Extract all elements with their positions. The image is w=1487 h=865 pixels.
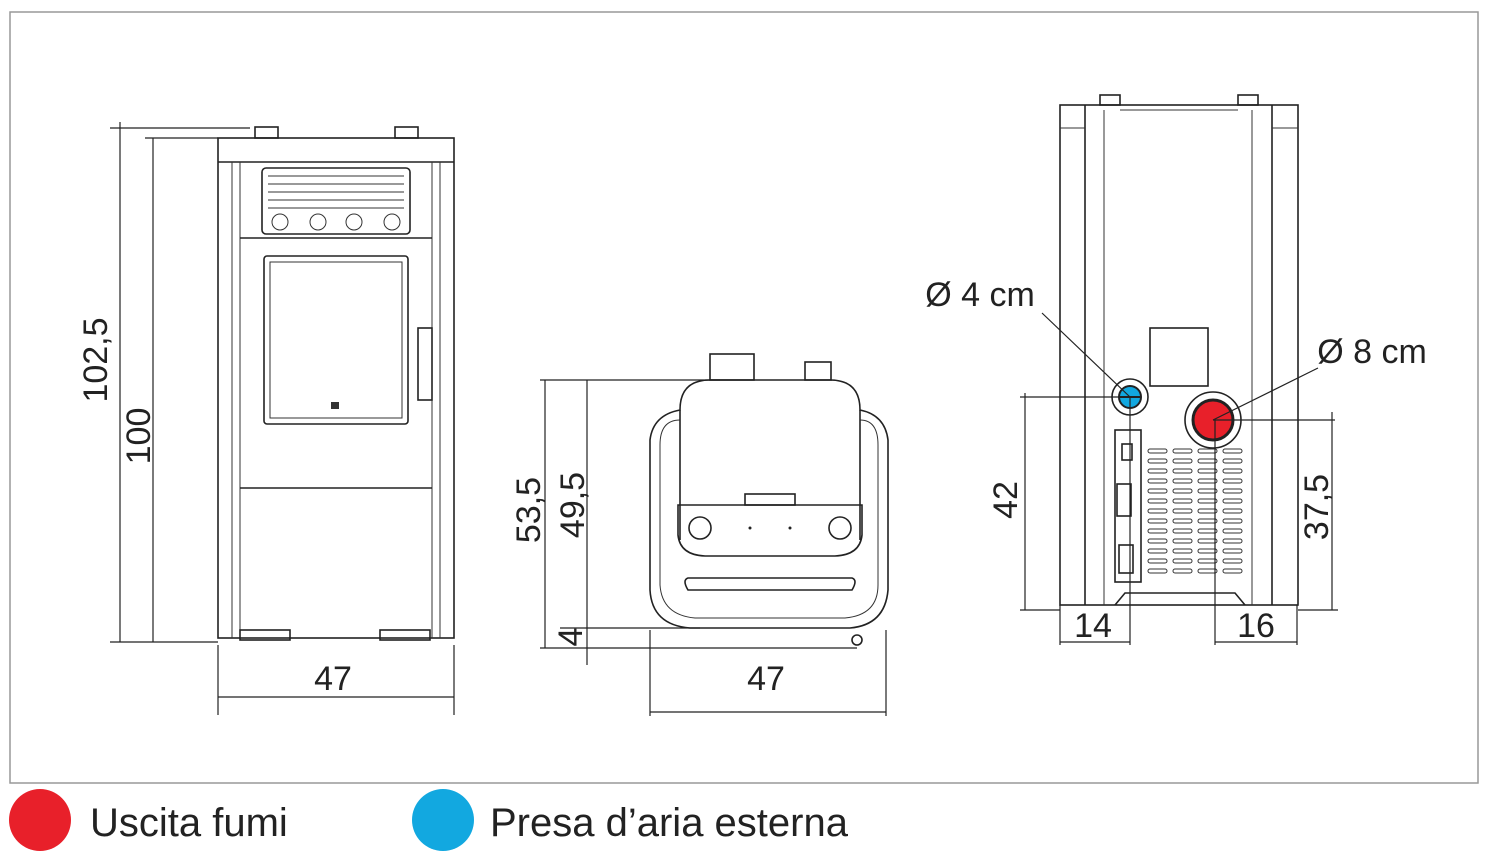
vent-slot xyxy=(1197,528,1218,534)
vent-slot xyxy=(1197,518,1218,524)
vent-slot xyxy=(1172,538,1193,544)
vent-slot xyxy=(1172,468,1193,474)
vent-slot xyxy=(1172,498,1193,504)
door-glass xyxy=(269,261,403,419)
vent-slot xyxy=(1147,538,1168,544)
vent-slot xyxy=(1172,448,1193,454)
door-frame xyxy=(263,255,409,425)
vent-slot xyxy=(1147,508,1168,514)
flue-height-label: 37,5 xyxy=(1298,474,1336,540)
back-panel xyxy=(1149,327,1209,387)
top-view: 53,5 49,5 4 47 xyxy=(510,353,889,716)
top-body-depth-label: 49,5 xyxy=(554,472,592,538)
vent-slot xyxy=(1197,508,1218,514)
ventilation-slots xyxy=(1147,448,1243,574)
vent-slot xyxy=(1147,458,1168,464)
vent-slot xyxy=(1172,458,1193,464)
vent-slot xyxy=(1197,498,1218,504)
vent-slot xyxy=(1172,558,1193,564)
electrical-panel xyxy=(1114,429,1142,583)
vent-slot xyxy=(1197,478,1218,484)
vent-slot xyxy=(1172,478,1193,484)
top-total-depth-label: 53,5 xyxy=(510,477,548,543)
vent-slot xyxy=(1147,498,1168,504)
vent-slot xyxy=(1222,478,1243,484)
legend-air-inlet-swatch xyxy=(412,789,474,851)
top-grille xyxy=(261,167,411,235)
vent-slot xyxy=(1222,488,1243,494)
vent-slot xyxy=(1222,448,1243,454)
air-inlet-height-label: 42 xyxy=(987,481,1025,519)
vent-slot xyxy=(1172,568,1193,574)
vent-slot xyxy=(1222,468,1243,474)
vent-slot xyxy=(1172,488,1193,494)
vent-slot xyxy=(1147,448,1168,454)
top-offset-label: 4 xyxy=(552,628,590,647)
vent-slot xyxy=(1222,528,1243,534)
vent-slot xyxy=(1147,558,1168,564)
vent-slot xyxy=(1197,558,1218,564)
vent-slot xyxy=(1197,458,1218,464)
vent-slot xyxy=(1222,548,1243,554)
diagram-frame xyxy=(9,11,1479,784)
flue-diameter-label: Ø 8 cm xyxy=(1317,333,1427,371)
legend-flue-label: Uscita fumi xyxy=(90,801,288,845)
vent-slot xyxy=(1147,518,1168,524)
legend: Uscita fumi Presa d’aria esterna xyxy=(9,789,849,851)
vent-slot xyxy=(1147,478,1168,484)
vent-slot xyxy=(1222,538,1243,544)
vent-slot xyxy=(1147,528,1168,534)
vent-slot xyxy=(1222,498,1243,504)
front-total-height-label: 102,5 xyxy=(77,317,115,402)
vent-slot xyxy=(1197,488,1218,494)
vent-slot xyxy=(1197,548,1218,554)
vent-slot xyxy=(1197,568,1218,574)
vent-slot xyxy=(1147,568,1168,574)
vent-slot xyxy=(1222,508,1243,514)
vent-slot xyxy=(1197,448,1218,454)
legend-air-inlet-label: Presa d’aria esterna xyxy=(490,801,849,845)
vent-slot xyxy=(1222,558,1243,564)
air-inlet-diameter-label: Ø 4 cm xyxy=(925,276,1035,314)
legend-flue-swatch xyxy=(9,789,71,851)
vent-slot xyxy=(1172,548,1193,554)
front-view: 102,5 100 47 xyxy=(77,122,455,715)
front-body-height-label: 100 xyxy=(120,408,158,465)
vent-slot xyxy=(1147,488,1168,494)
vent-slot xyxy=(1172,518,1193,524)
vent-slot xyxy=(1147,548,1168,554)
vent-slot xyxy=(1222,458,1243,464)
door-handle xyxy=(417,327,433,401)
vent-slot xyxy=(1172,508,1193,514)
top-width-label: 47 xyxy=(747,660,785,698)
vent-slot xyxy=(1197,538,1218,544)
air-inlet-offset-label: 14 xyxy=(1074,607,1112,645)
front-width-label: 47 xyxy=(314,660,352,698)
back-view: Ø 4 cm Ø 8 cm 42 37,5 14 16 xyxy=(925,94,1427,645)
vent-slot xyxy=(1222,518,1243,524)
vent-slot xyxy=(1222,568,1243,574)
vent-slot xyxy=(1172,528,1193,534)
vent-slot xyxy=(1197,468,1218,474)
vent-slot xyxy=(1147,468,1168,474)
flue-offset-label: 16 xyxy=(1237,607,1275,645)
